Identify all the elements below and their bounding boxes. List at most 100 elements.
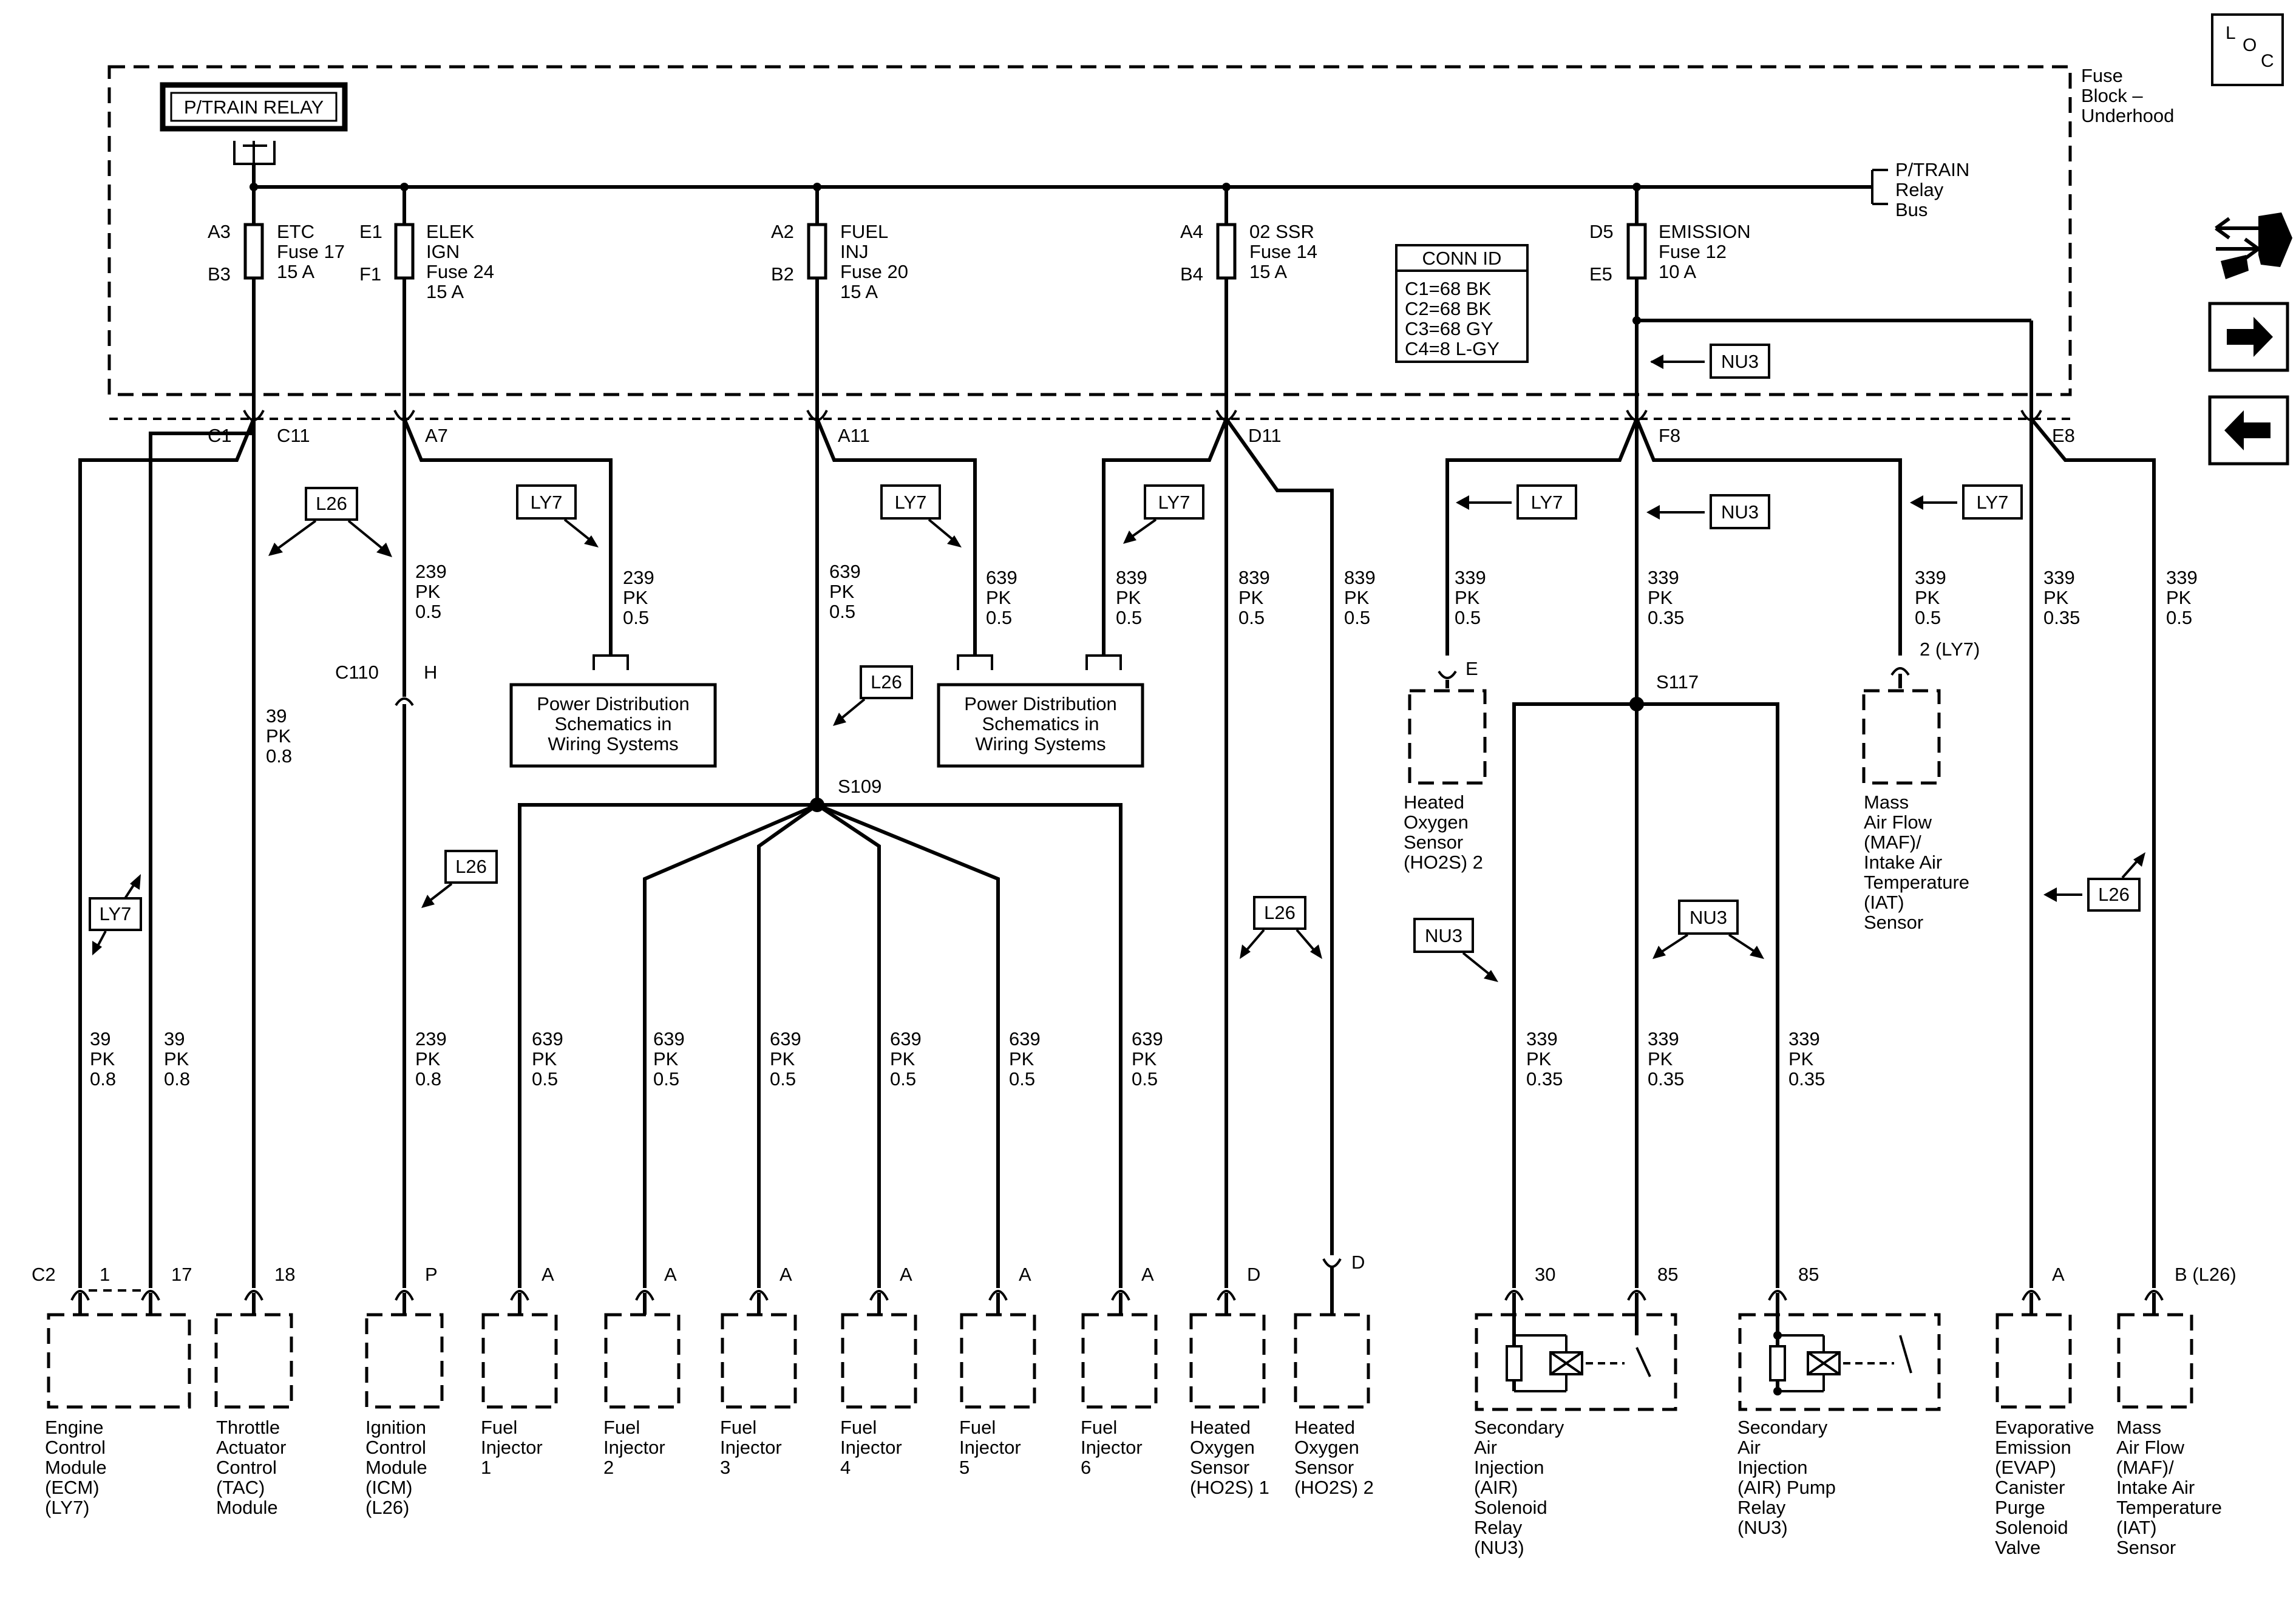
inj1-component	[481, 1313, 558, 1409]
ptrain-relay-title: P/TRAIN RELAY	[184, 97, 324, 118]
svg-text:L26: L26	[316, 493, 347, 514]
pin-a-inj4: A	[900, 1264, 912, 1285]
svg-text:LY7: LY7	[531, 492, 563, 513]
inline-connector-maf-top	[1890, 667, 1910, 688]
ly7-option-arrow-pd1: LY7	[516, 484, 599, 547]
svg-text:NU3: NU3	[1721, 351, 1759, 372]
svg-text:F1: F1	[359, 263, 381, 285]
svg-text:L26: L26	[1264, 902, 1296, 923]
svg-text:NU3: NU3	[1425, 925, 1462, 946]
ly7-option-arrow-f8-left: LY7	[1456, 484, 1577, 520]
connector-f8: F8	[1659, 425, 1680, 446]
svg-text:O: O	[2243, 35, 2257, 55]
nu3-option-arrow-f8: NU3	[1646, 494, 1770, 529]
o2-ssr-circuit	[1102, 418, 1334, 1288]
ly7-option-arrows-ecm: LY7	[89, 874, 142, 955]
fuel-inj-circuit	[518, 418, 1123, 1288]
svg-text:A3: A3	[208, 221, 231, 242]
svg-text:L26: L26	[2098, 884, 2130, 905]
connector-c1: C1	[208, 425, 232, 446]
svg-text:NU3: NU3	[1721, 501, 1759, 523]
svg-text:C2=68 BK: C2=68 BK	[1405, 298, 1492, 319]
component-pin-stubs	[78, 1267, 2156, 1315]
evap-component	[1995, 1313, 2072, 1409]
ly7-option-arrow-f8-right: LY7	[1910, 484, 2023, 520]
svg-text:LY7: LY7	[100, 903, 132, 924]
svg-text:D5: D5	[1589, 221, 1614, 242]
pin-85-pump: 85	[1798, 1264, 1819, 1285]
svg-text:LY7: LY7	[895, 492, 927, 513]
ho2s1-component	[1189, 1313, 1266, 1409]
inj3-component	[721, 1313, 797, 1409]
arrow-right-icon[interactable]	[2208, 302, 2289, 372]
pin-p: P	[425, 1264, 438, 1285]
svg-text:E5: E5	[1589, 263, 1612, 285]
l26-option-arrows-ho2s: L26	[1240, 896, 1322, 959]
e8-circuit	[2029, 418, 2156, 1288]
elek-ign-circuit	[395, 418, 613, 1288]
svg-text:A2: A2	[771, 221, 794, 242]
arrow-left-icon[interactable]	[2208, 395, 2289, 466]
pin-a-inj6: A	[1141, 1264, 1154, 1285]
svg-text:C4=8 L-GY: C4=8 L-GY	[1405, 338, 1500, 359]
relay-contact-symbol	[233, 141, 276, 165]
svg-text:C3=68 GY: C3=68 GY	[1405, 318, 1493, 339]
connector-c11: C11	[277, 425, 310, 446]
tac-component	[214, 1313, 293, 1409]
inline-connector-ho2s2-top	[1438, 670, 1457, 688]
inline-h: H	[424, 662, 437, 683]
svg-text:C1=68 BK: C1=68 BK	[1405, 278, 1492, 299]
air-solenoid-relay-component	[1475, 1313, 1677, 1411]
pin-a-inj1: A	[542, 1264, 554, 1285]
icm-component	[365, 1313, 444, 1409]
maf-upper-component	[1862, 689, 1941, 785]
pin-c2: C2	[32, 1264, 56, 1285]
svg-text:NU3: NU3	[1690, 907, 1727, 928]
loc-icon[interactable]: L O C	[2211, 13, 2284, 86]
svg-text:B4: B4	[1180, 263, 1203, 285]
nu3-option-arrow-fuseblock: NU3	[1650, 344, 1770, 379]
svg-text:A4: A4	[1180, 221, 1203, 242]
pin-30: 30	[1535, 1264, 1555, 1285]
svg-text:B2: B2	[771, 263, 794, 285]
splice-s109-label: S109	[838, 776, 881, 797]
ly7-option-arrow-pd2: LY7	[880, 484, 962, 547]
svg-text:C: C	[2261, 51, 2274, 71]
svg-text:LY7: LY7	[1977, 492, 2009, 513]
pin-d-ho2s1: D	[1247, 1264, 1260, 1285]
l26-option-arrow-e8: L26	[2043, 852, 2145, 912]
tool-icon[interactable]	[2215, 212, 2292, 279]
